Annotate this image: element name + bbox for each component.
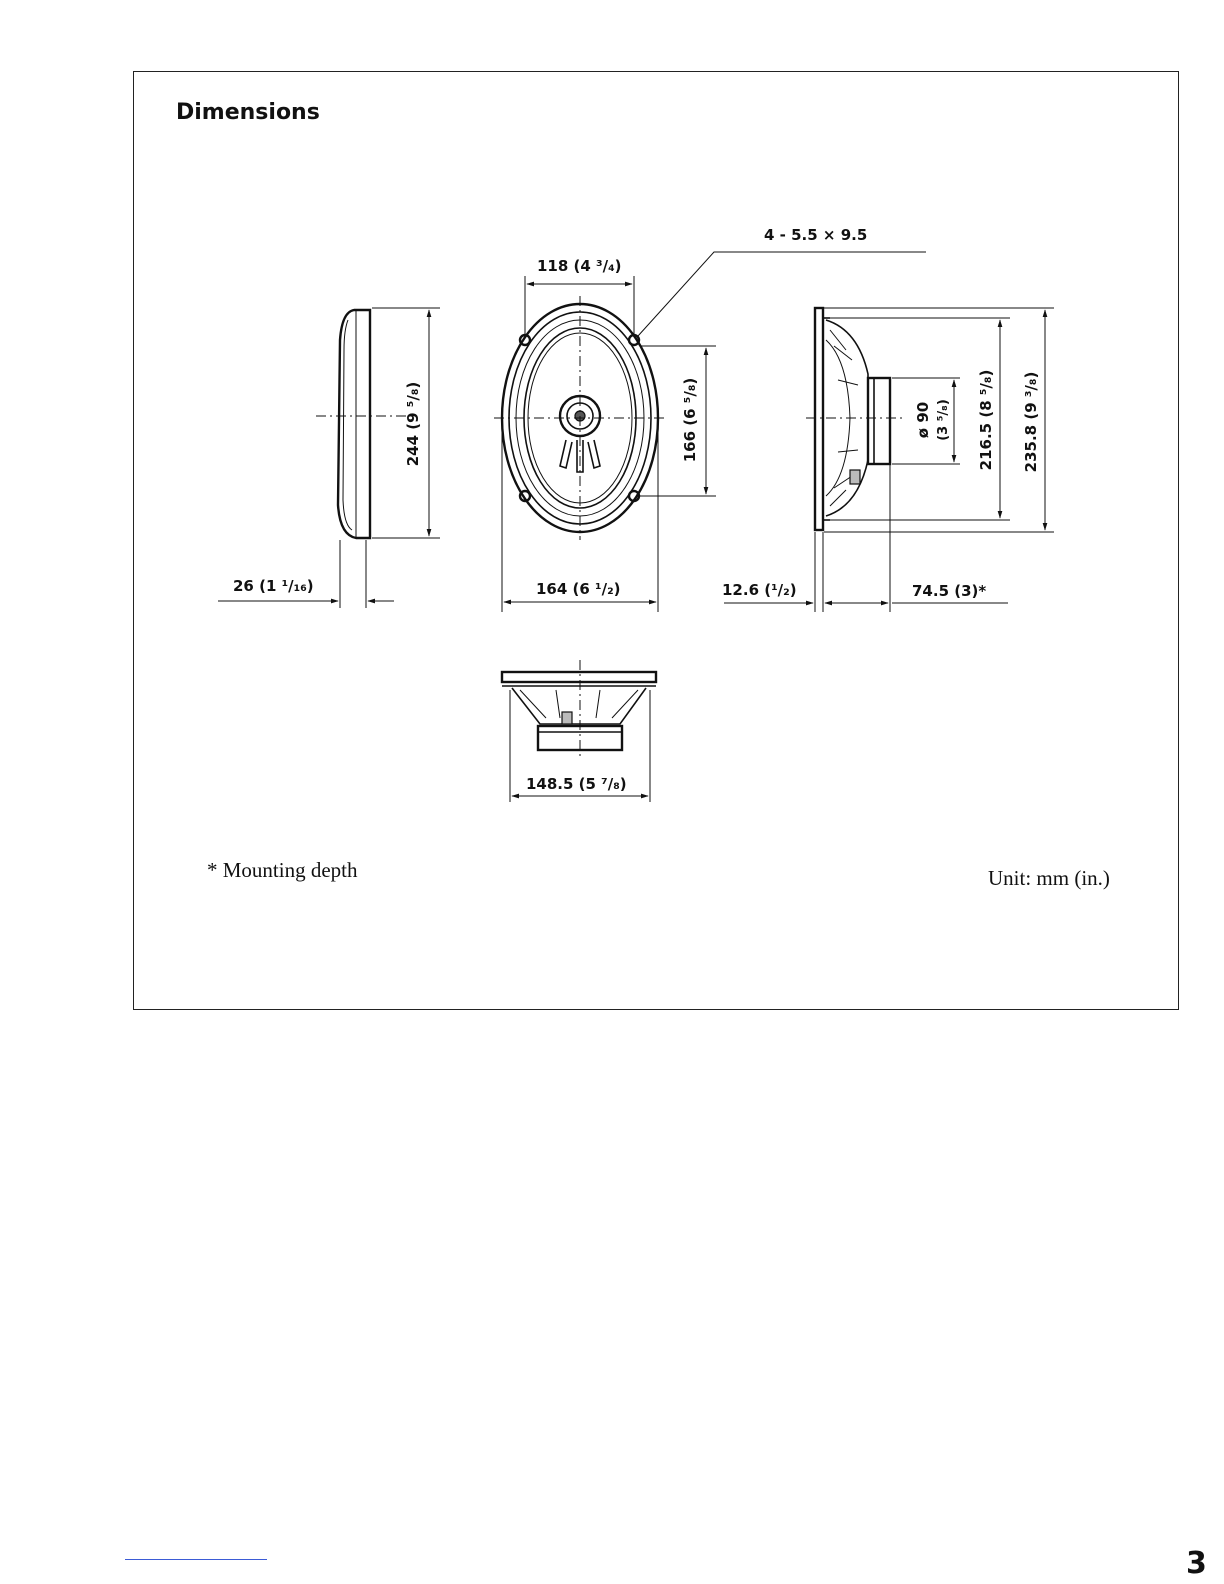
cutout-inner-label: 216.5 (8 ⁵/₈)	[977, 370, 995, 471]
mounting-depth-label: 74.5 (3)*	[912, 582, 986, 600]
mount-spacing-label: 118 (4 ³/₄)	[537, 257, 622, 275]
overall-height-label: 244 (9 ⁵/₈)	[404, 382, 422, 467]
mount-height-label: 166 (6 ⁵/₈)	[681, 378, 699, 463]
flange-depth-label: 12.6 (¹/₂)	[722, 581, 797, 599]
cutout-outer-label: 235.8 (9 ³/₈)	[1022, 372, 1040, 473]
bottom-rule	[125, 1559, 267, 1560]
overall-width-label: 164 (6 ¹/₂)	[536, 580, 621, 598]
grille-depth-label: 26 (1 ¹/₁₆)	[233, 577, 314, 595]
page-number: 3	[1186, 1546, 1207, 1581]
magnet-diameter-label: ø 90	[914, 402, 932, 438]
mount-holes-label: 4 - 5.5 × 9.5	[764, 226, 867, 244]
speaker-side-view	[724, 308, 1054, 612]
base-width-label: 148.5 (5 ⁷/₈)	[526, 775, 627, 793]
magnet-diameter-inch-label: (3 ⁵/₈)	[936, 399, 951, 441]
speaker-front-view	[494, 252, 926, 612]
mounting-depth-footnote: * Mounting depth	[207, 858, 358, 883]
unit-note: Unit: mm (in.)	[988, 866, 1110, 891]
